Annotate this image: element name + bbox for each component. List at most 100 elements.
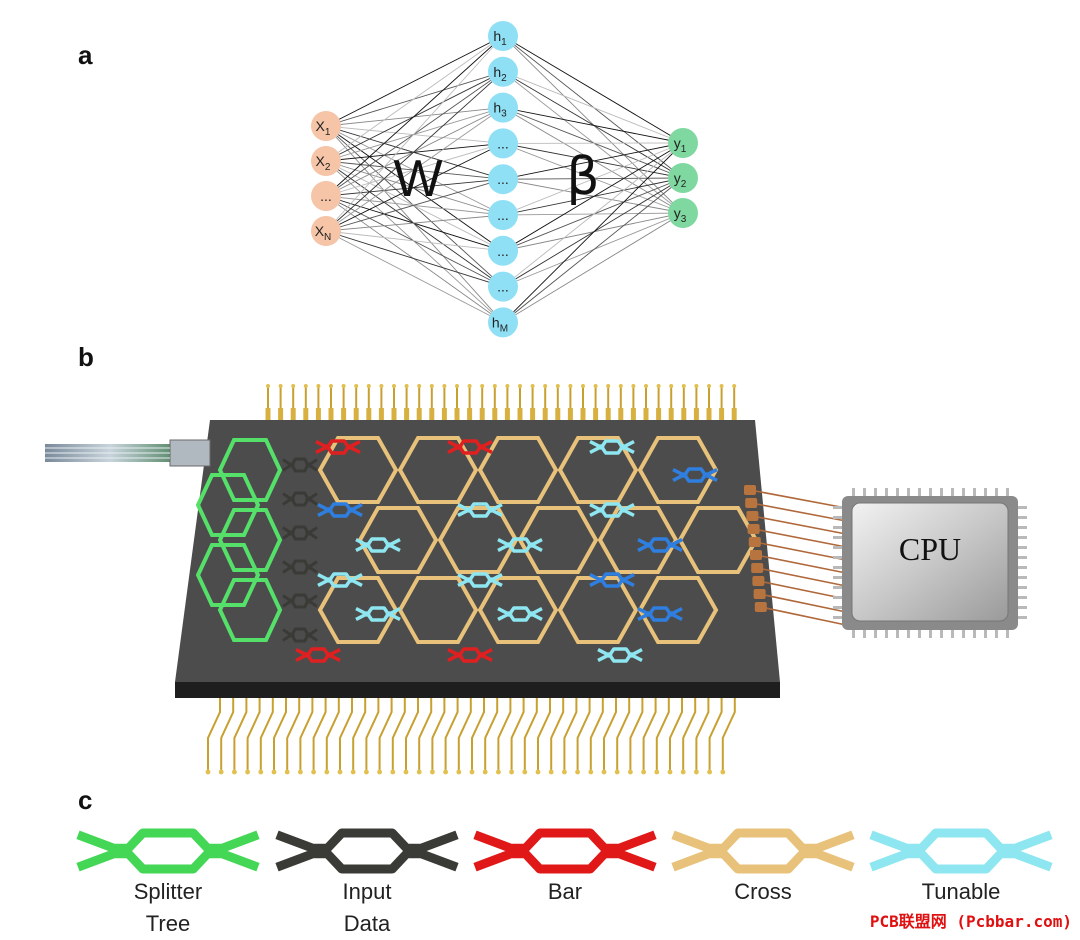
legend-input-line1: Input <box>282 876 452 908</box>
output-pad <box>754 589 766 599</box>
cpu-pin <box>1018 566 1027 569</box>
edge-input-hidden <box>326 36 503 161</box>
bottom-pin <box>710 694 722 770</box>
panel-label-a: a <box>78 40 92 71</box>
bottom-pin <box>419 694 431 770</box>
top-pin-pad <box>593 408 598 422</box>
bottom-pin-tip <box>720 770 725 775</box>
top-pin-pad <box>606 408 611 422</box>
cpu-pin <box>833 586 842 589</box>
top-pin-pad <box>492 408 497 422</box>
cpu-pin <box>1018 596 1027 599</box>
top-pin-pad <box>543 408 548 422</box>
top-pin-pad <box>354 408 359 422</box>
cpu-pin <box>929 629 932 638</box>
legend-label-splitter-tree: Splitter Tree <box>83 876 253 940</box>
cpu-pin <box>833 536 842 539</box>
chip-board-edge <box>175 682 780 698</box>
output-pad <box>746 511 758 521</box>
bottom-pin-tip <box>324 770 329 775</box>
legend-input-line2: Data <box>282 908 452 940</box>
cpu-pin <box>833 516 842 519</box>
top-pin-pad <box>518 408 523 422</box>
bottom-pin-tip <box>562 770 567 775</box>
bottom-pin <box>472 694 484 770</box>
top-pin-tip <box>342 384 346 388</box>
bottom-pin-tip <box>272 770 277 775</box>
bottom-pin-tip <box>456 770 461 775</box>
output-pad <box>748 524 760 534</box>
cpu-pin <box>1018 526 1027 529</box>
top-pin-tip <box>543 384 547 388</box>
bottom-pin <box>327 694 339 770</box>
top-pin-tip <box>644 384 648 388</box>
hidden-node-label: ... <box>497 135 509 151</box>
output-node: y3 <box>668 198 698 228</box>
bottom-pin <box>406 694 418 770</box>
top-pin-tip <box>442 384 446 388</box>
bottom-pin <box>287 694 299 770</box>
legend-coupler-0 <box>78 833 258 869</box>
bottom-pin-tip <box>206 770 211 775</box>
bottom-pin <box>630 694 642 770</box>
legend-label-cross: Cross <box>678 876 848 908</box>
bottom-pin <box>340 694 352 770</box>
top-pin-pad <box>719 408 724 422</box>
bottom-pin-tip <box>390 770 395 775</box>
top-pin-tip <box>606 384 610 388</box>
top-pin-tip <box>669 384 673 388</box>
hidden-node-label: ... <box>497 207 509 223</box>
legend-coupler-1 <box>277 833 457 869</box>
cpu-pin <box>833 576 842 579</box>
edge-input-hidden <box>326 36 503 126</box>
bottom-pin-tip <box>311 770 316 775</box>
top-pin-tip <box>631 384 635 388</box>
bottom-pin <box>261 694 273 770</box>
top-pin-tip <box>367 384 371 388</box>
hidden-node-label: ... <box>497 243 509 259</box>
cpu-pin <box>984 488 987 497</box>
top-pin-pad <box>581 408 586 422</box>
bottom-pin-tip <box>219 770 224 775</box>
top-pin-tip <box>594 384 598 388</box>
cpu-pin <box>995 629 998 638</box>
top-pin-tip <box>581 384 585 388</box>
cpu-pin <box>1018 606 1027 609</box>
top-pin-tip <box>379 384 383 388</box>
top-pin-tip <box>493 384 497 388</box>
cpu-pin <box>1018 616 1027 619</box>
bottom-pin <box>683 694 695 770</box>
bottom-pin <box>248 694 260 770</box>
bottom-pin <box>459 694 471 770</box>
cpu-pin <box>940 488 943 497</box>
top-pin-pad <box>392 408 397 422</box>
cpu-pin <box>907 629 910 638</box>
cpu-pin <box>874 488 877 497</box>
bottom-pin-tip <box>536 770 541 775</box>
legend-coupler-3 <box>673 833 853 869</box>
cpu-pin <box>896 488 899 497</box>
top-pin-tip <box>392 384 396 388</box>
edge-hidden-output <box>503 108 683 143</box>
top-pin-pad <box>505 408 510 422</box>
edge-input-hidden <box>326 231 503 322</box>
top-pin-pad <box>694 408 699 422</box>
output-pad <box>745 498 757 508</box>
legend-tunable-line1: Tunable <box>876 876 1046 908</box>
cpu-pin <box>874 629 877 638</box>
output-node: y1 <box>668 128 698 158</box>
bottom-pin-tip <box>628 770 633 775</box>
cpu-pin <box>833 556 842 559</box>
bottom-pin-tip <box>245 770 250 775</box>
top-pin-pad <box>656 408 661 422</box>
top-pin-pad <box>644 408 649 422</box>
cpu-pin <box>951 629 954 638</box>
top-pin-tip <box>468 384 472 388</box>
input-node: XN <box>311 216 341 246</box>
top-pin-tip <box>531 384 535 388</box>
bottom-pin <box>670 694 682 770</box>
top-pin-tip <box>682 384 686 388</box>
input-node: X1 <box>311 111 341 141</box>
top-pin-tip <box>707 384 711 388</box>
legend-label-input-data: Input Data <box>282 876 452 940</box>
